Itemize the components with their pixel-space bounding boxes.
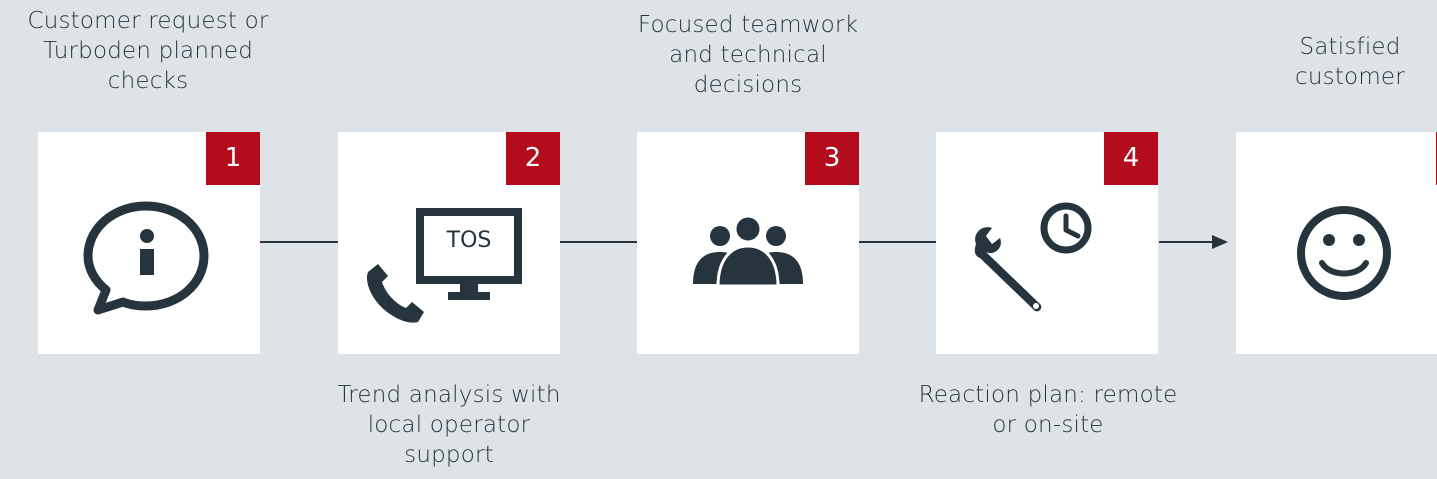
smiley-icon — [1297, 206, 1391, 300]
step-5-caption: Satisfied customer — [1295, 34, 1405, 90]
connector-4-5 — [1159, 241, 1217, 243]
team-icon — [693, 214, 803, 288]
step-3-card: 3 — [637, 132, 859, 354]
connector-3-4 — [859, 241, 937, 243]
connector-1-2 — [260, 241, 338, 243]
wrench-clock-icon — [974, 202, 1092, 312]
step-2-card: TOS 2 — [338, 132, 560, 354]
step-4-caption: Reaction plan: remote or on-site — [918, 382, 1178, 438]
step-2-caption: Trend analysis with local operator suppo… — [337, 382, 561, 468]
connector-2-3 — [560, 241, 638, 243]
step-2-number-badge: 2 — [506, 132, 560, 185]
step-3-number-badge: 3 — [805, 132, 859, 185]
monitor-label: TOS — [446, 228, 492, 253]
info-speech-bubble-icon — [83, 201, 209, 315]
step-5-card: 5 — [1236, 132, 1437, 354]
step-1-caption: Customer request or Turboden planned che… — [27, 8, 269, 94]
step-4-number-badge: 4 — [1104, 132, 1158, 185]
step-1-number-badge: 1 — [206, 132, 260, 185]
step-3-caption: Focused teamwork and technical decisions — [637, 12, 859, 98]
phone-and-monitor-icon — [366, 208, 522, 323]
arrow-head-icon — [1212, 235, 1228, 249]
step-1-card: 1 — [38, 132, 260, 354]
step-4-card: 4 — [936, 132, 1158, 354]
